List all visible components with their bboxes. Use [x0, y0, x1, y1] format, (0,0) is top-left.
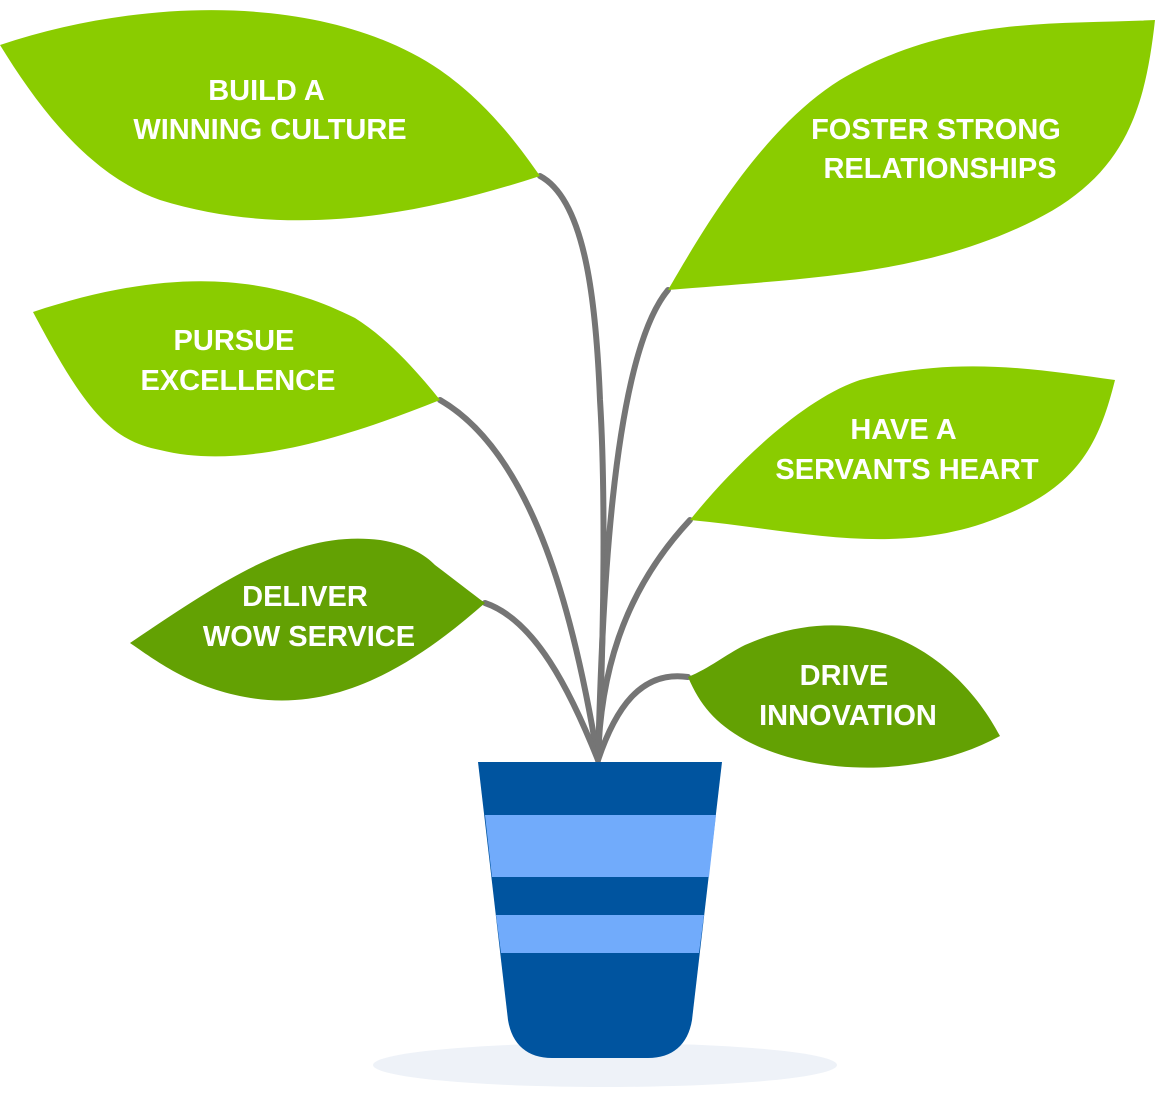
label-drive-innovation-line-1: DRIVE: [800, 660, 889, 692]
label-drive-innovation-line-2: INNOVATION: [759, 700, 937, 732]
label-foster-relationships-line-2: RELATIONSHIPS: [823, 153, 1056, 185]
label-build-culture-line-2: WINNING CULTURE: [133, 114, 406, 146]
label-pursue-excellence-line-1: PURSUE: [174, 325, 295, 357]
leaves: [0, 10, 1155, 768]
label-foster-relationships-line-1: FOSTER STRONG: [811, 114, 1061, 146]
label-pursue-excellence: PURSUE EXCELLENCE: [141, 325, 336, 397]
label-pursue-excellence-line-2: EXCELLENCE: [141, 365, 336, 397]
flower-pot: [478, 762, 722, 1058]
label-foster-relationships: FOSTER STRONG RELATIONSHIPS: [811, 114, 1069, 185]
leaf-labels: BUILD A WINNING CULTURE FOSTER STRONG RE…: [133, 75, 1069, 732]
pot-stripe-lower: [496, 915, 704, 953]
label-servants-heart-line-1: HAVE A: [850, 414, 956, 446]
leaf-drive-innovation: [688, 625, 1000, 768]
stem-servants-heart: [595, 517, 693, 763]
stem-pursue-excellence: [437, 397, 601, 763]
label-build-culture-line-1: BUILD A: [208, 75, 325, 107]
stem-foster-relationships: [595, 287, 671, 763]
stem-drive-innovation: [595, 673, 691, 763]
stems: [437, 173, 693, 763]
label-wow-service: DELIVER WOW SERVICE: [203, 581, 415, 653]
label-servants-heart: HAVE A SERVANTS HEART: [775, 414, 1038, 486]
leaf-wow-service: [130, 538, 485, 701]
pot-body: [478, 762, 722, 1058]
stem-build-culture: [537, 173, 607, 763]
leaf-build-culture: [0, 10, 540, 221]
label-build-culture: BUILD A WINNING CULTURE: [133, 75, 406, 146]
pot-shadow: [373, 1043, 837, 1087]
stem-wow-service: [482, 600, 601, 763]
leaf-servants-heart: [690, 366, 1115, 540]
leaf-pursue-excellence: [33, 281, 440, 457]
label-servants-heart-line-2: SERVANTS HEART: [775, 454, 1038, 486]
label-wow-service-line-2: WOW SERVICE: [203, 621, 415, 653]
leaf-foster-relationships: [668, 20, 1155, 290]
label-wow-service-line-1: DELIVER: [242, 581, 368, 613]
label-drive-innovation: DRIVE INNOVATION: [759, 660, 937, 732]
pot-stripe-upper: [485, 815, 716, 877]
